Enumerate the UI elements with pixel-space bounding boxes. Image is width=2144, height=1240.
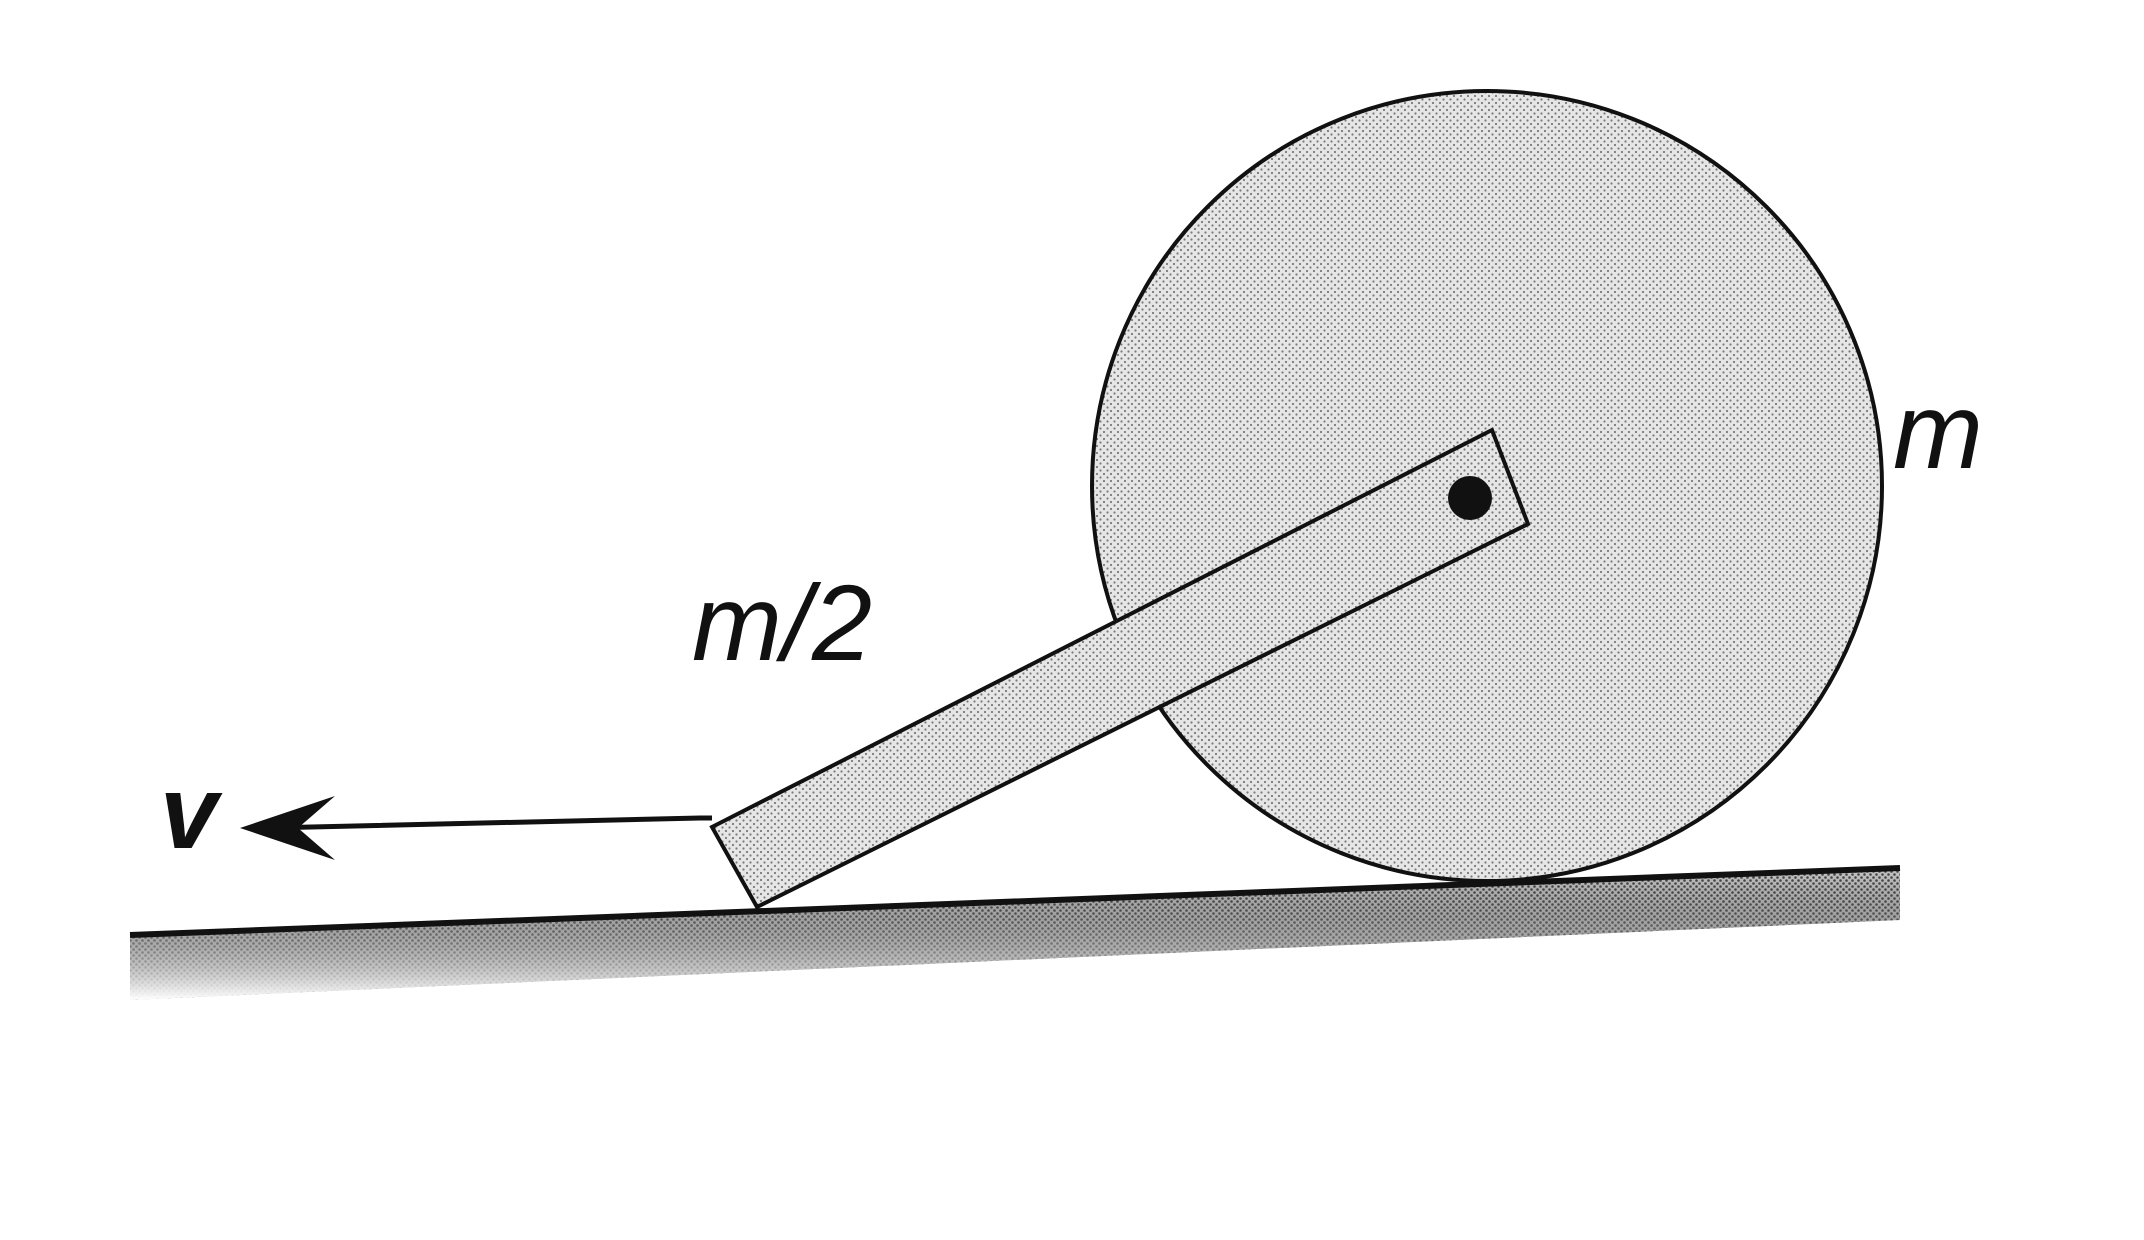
- rod: [709, 427, 1531, 910]
- disk-mass-label: m: [1893, 370, 1983, 491]
- rod-mass-label: m/2: [692, 562, 872, 683]
- velocity-label: v: [160, 755, 223, 871]
- ground-fade: [130, 868, 1900, 1000]
- pivot-dot: [1448, 476, 1492, 520]
- arrowhead-icon: [240, 796, 335, 860]
- ground-line: [129, 865, 1901, 938]
- velocity-arrow-shaft: [267, 815, 712, 831]
- velocity-arrow: [240, 796, 712, 860]
- ground: [129, 865, 1901, 1000]
